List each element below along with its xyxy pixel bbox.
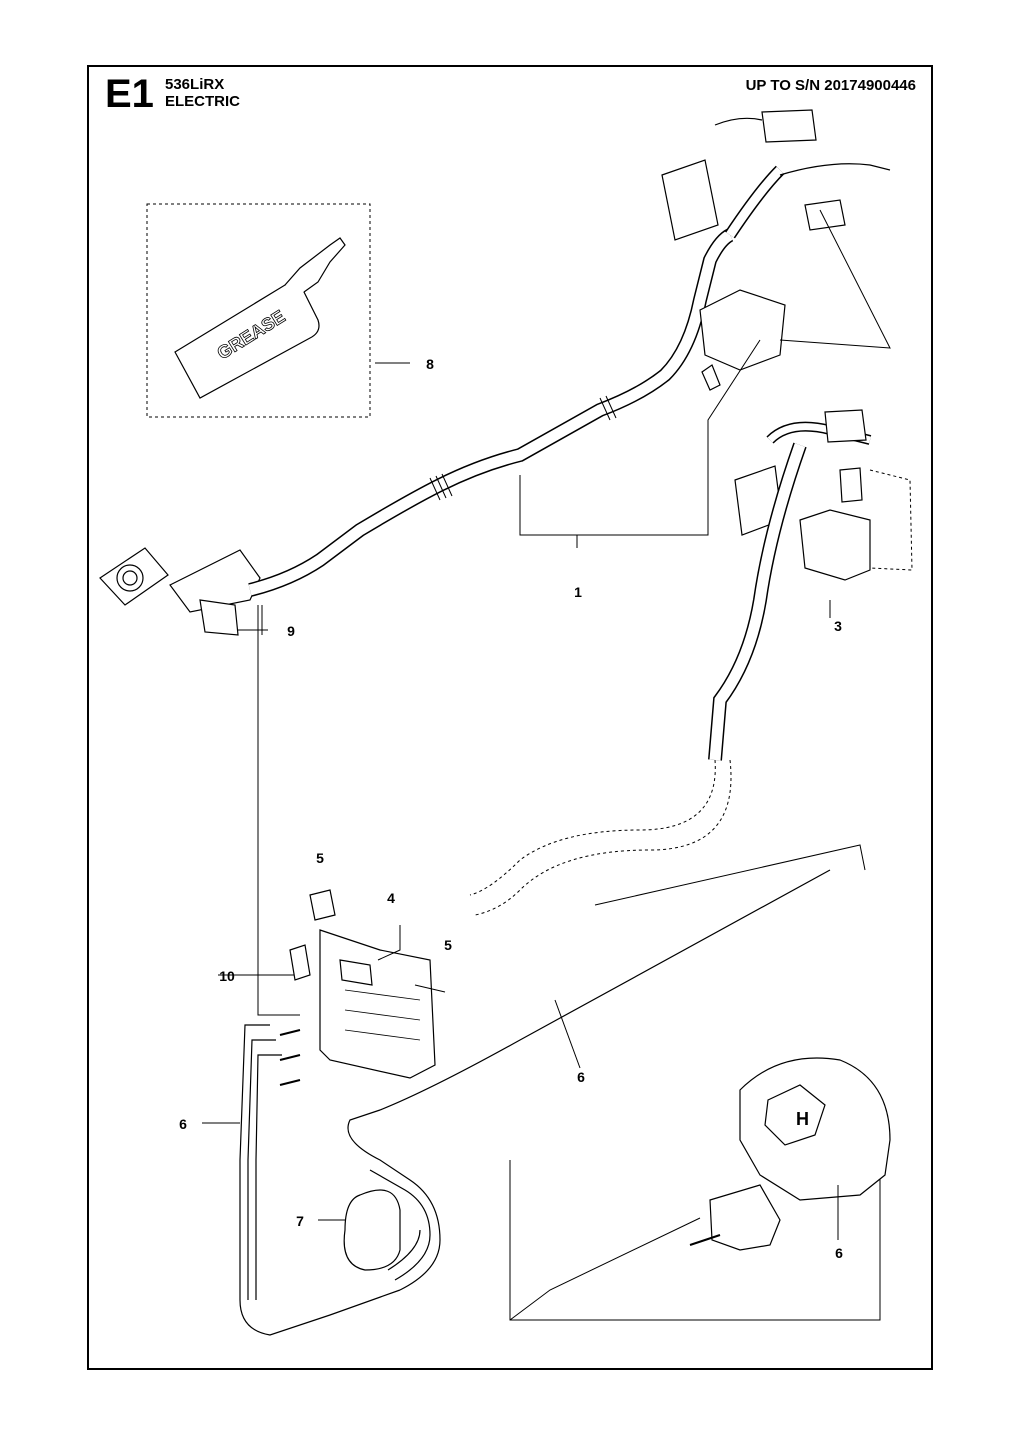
wiring-harness-part (99, 109, 891, 636)
callout-7: 7 (296, 1213, 304, 1229)
model-name: 536LiRX (165, 76, 225, 93)
serial-range: UP TO S/N 20174900446 (745, 77, 916, 94)
model-title: 536LiRX ELECTRIC (165, 76, 240, 110)
callout-4: 4 (387, 890, 395, 906)
grease-tube-part: GREASE (99, 109, 913, 1336)
switch-harness-part (469, 409, 913, 916)
leader-lines (202, 209, 891, 1221)
section-name: ELECTRIC (165, 93, 240, 110)
motor-part: H (689, 1057, 891, 1251)
callout-1: 1 (574, 584, 582, 600)
callout-9: 9 (287, 623, 295, 639)
section-code: E1 (105, 72, 154, 116)
motor-wires-part (239, 844, 881, 1336)
callout-5-right: 5 (444, 937, 452, 953)
callout-6-wire: 6 (577, 1069, 585, 1085)
callout-5-top: 5 (316, 850, 324, 866)
motor-logo: H (796, 1109, 809, 1129)
callout-3: 3 (834, 618, 842, 634)
callout-8: 8 (426, 356, 434, 372)
callout-6-left: 6 (179, 1116, 187, 1132)
page-frame (87, 65, 933, 1370)
callout-10: 10 (219, 968, 235, 984)
callout-6-motor: 6 (835, 1245, 843, 1261)
controller-board-part (279, 889, 446, 1086)
